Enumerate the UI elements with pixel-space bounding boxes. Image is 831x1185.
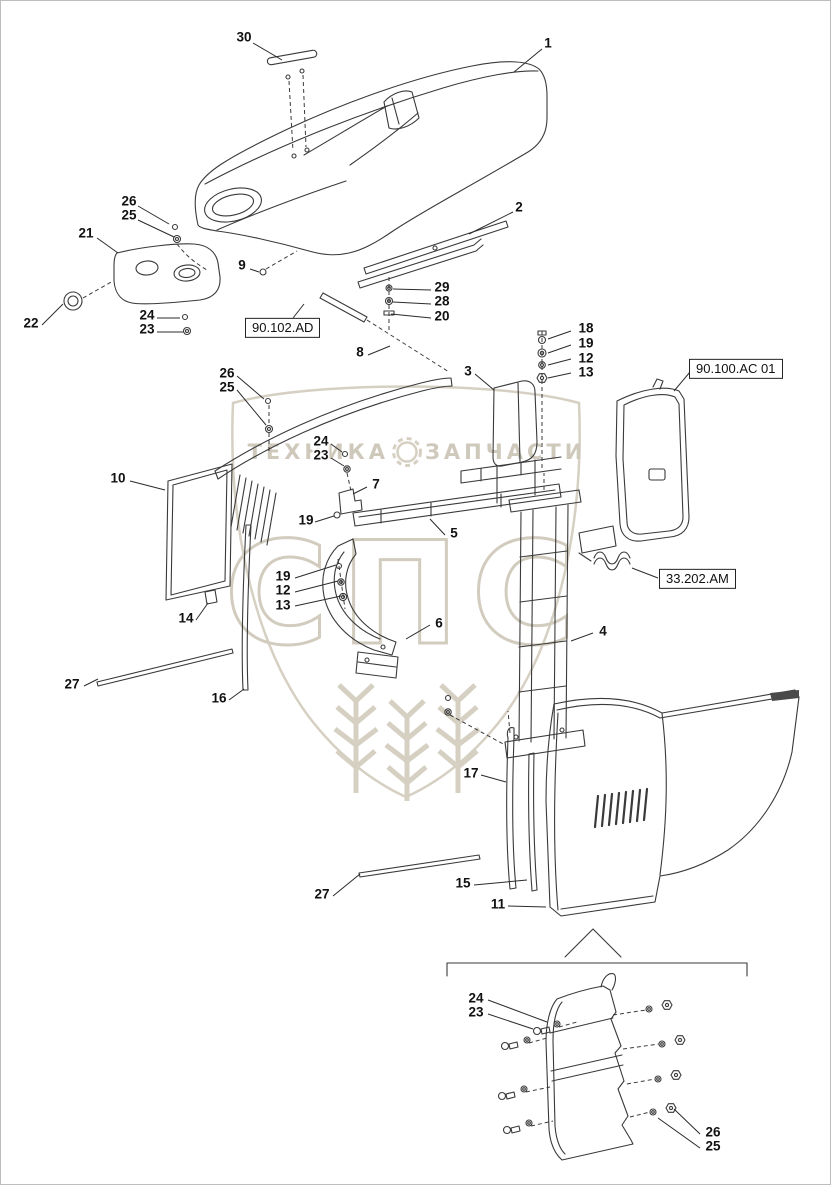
callout-2: 2 (514, 199, 524, 215)
callout-24a: 24 (138, 307, 156, 323)
detail-view-marker (446, 928, 748, 977)
callout-13a: 13 (577, 364, 595, 380)
callout-27b: 27 (313, 886, 331, 902)
assembly-dashed-lines (82, 74, 660, 1127)
part-hood (194, 61, 548, 256)
callout-19a: 19 (577, 335, 595, 351)
callout-11: 11 (489, 896, 507, 912)
part-side-trim (214, 377, 453, 480)
callout-21: 21 (77, 225, 95, 241)
callout-25a: 25 (120, 207, 138, 223)
part-strip-17 (506, 727, 517, 890)
callout-30: 30 (235, 29, 253, 45)
callout-5: 5 (449, 525, 459, 541)
callout-12b: 12 (274, 582, 292, 598)
callout-9: 9 (237, 257, 247, 273)
callout-26c: 26 (704, 1124, 722, 1140)
part-handle (266, 49, 318, 159)
callout-29: 29 (433, 279, 451, 295)
callout-3: 3 (463, 363, 473, 379)
watermark-shield (231, 385, 581, 799)
watermark-wheat-icon (333, 683, 481, 801)
refbox-33-202-AM: 33.202.AM (659, 568, 736, 590)
callout-18: 18 (577, 320, 595, 336)
callout-23c: 23 (467, 1004, 485, 1020)
callout-24c: 24 (467, 990, 485, 1006)
callout-1: 1 (543, 35, 553, 51)
part-rear-panel (460, 380, 562, 504)
part-support-beam (352, 483, 562, 527)
callout-19c: 19 (274, 568, 292, 584)
callout-leader-lines (41, 42, 701, 1149)
part-lamp-plate (63, 243, 221, 311)
part-rod-8 (319, 292, 368, 323)
callout-16: 16 (210, 690, 228, 706)
callout-23a: 23 (138, 321, 156, 337)
callout-14: 14 (177, 610, 195, 626)
part-left-panel (165, 463, 277, 601)
callout-6: 6 (434, 615, 444, 631)
part-clip-14 (204, 589, 218, 605)
part-bracket-7 (338, 488, 363, 515)
callout-15: 15 (454, 875, 472, 891)
callout-4: 4 (598, 623, 608, 639)
fasteners (171, 223, 548, 716)
part-strip-15 (528, 752, 538, 892)
part-right-rear-panel (615, 378, 690, 542)
part-coil (578, 525, 631, 571)
callout-25b: 25 (218, 379, 236, 395)
callout-28: 28 (433, 293, 451, 309)
callout-7: 7 (371, 476, 381, 492)
callout-26b: 26 (218, 365, 236, 381)
refbox-90-102-AD: 90.102.AD (245, 317, 321, 339)
callout-17: 17 (462, 765, 480, 781)
callout-19b: 19 (297, 512, 315, 528)
callout-27a: 27 (63, 676, 81, 692)
callout-20: 20 (433, 308, 451, 324)
callout-8: 8 (355, 344, 365, 360)
part-strip-16 (241, 524, 252, 691)
part-rod-27a (96, 648, 234, 687)
callout-23b: 23 (312, 447, 330, 463)
watermark-gear-icon (396, 441, 418, 463)
part-support-strips (357, 220, 509, 289)
part-right-lower-panel (545, 689, 800, 917)
refbox-90-100-AC-01: 90.100.AC 01 (689, 358, 783, 380)
callout-13b: 13 (274, 597, 292, 613)
detail-panel (545, 973, 634, 1161)
callout-24b: 24 (312, 433, 330, 449)
callout-25c: 25 (704, 1138, 722, 1154)
callout-22: 22 (22, 315, 40, 331)
callout-12a: 12 (577, 350, 595, 366)
callout-26a: 26 (120, 193, 138, 209)
watermark-brand-right: ЗАПЧАСТИ (425, 440, 586, 464)
callout-10: 10 (109, 470, 127, 486)
detail-fasteners (497, 1000, 686, 1135)
part-rod-27b (358, 854, 481, 878)
